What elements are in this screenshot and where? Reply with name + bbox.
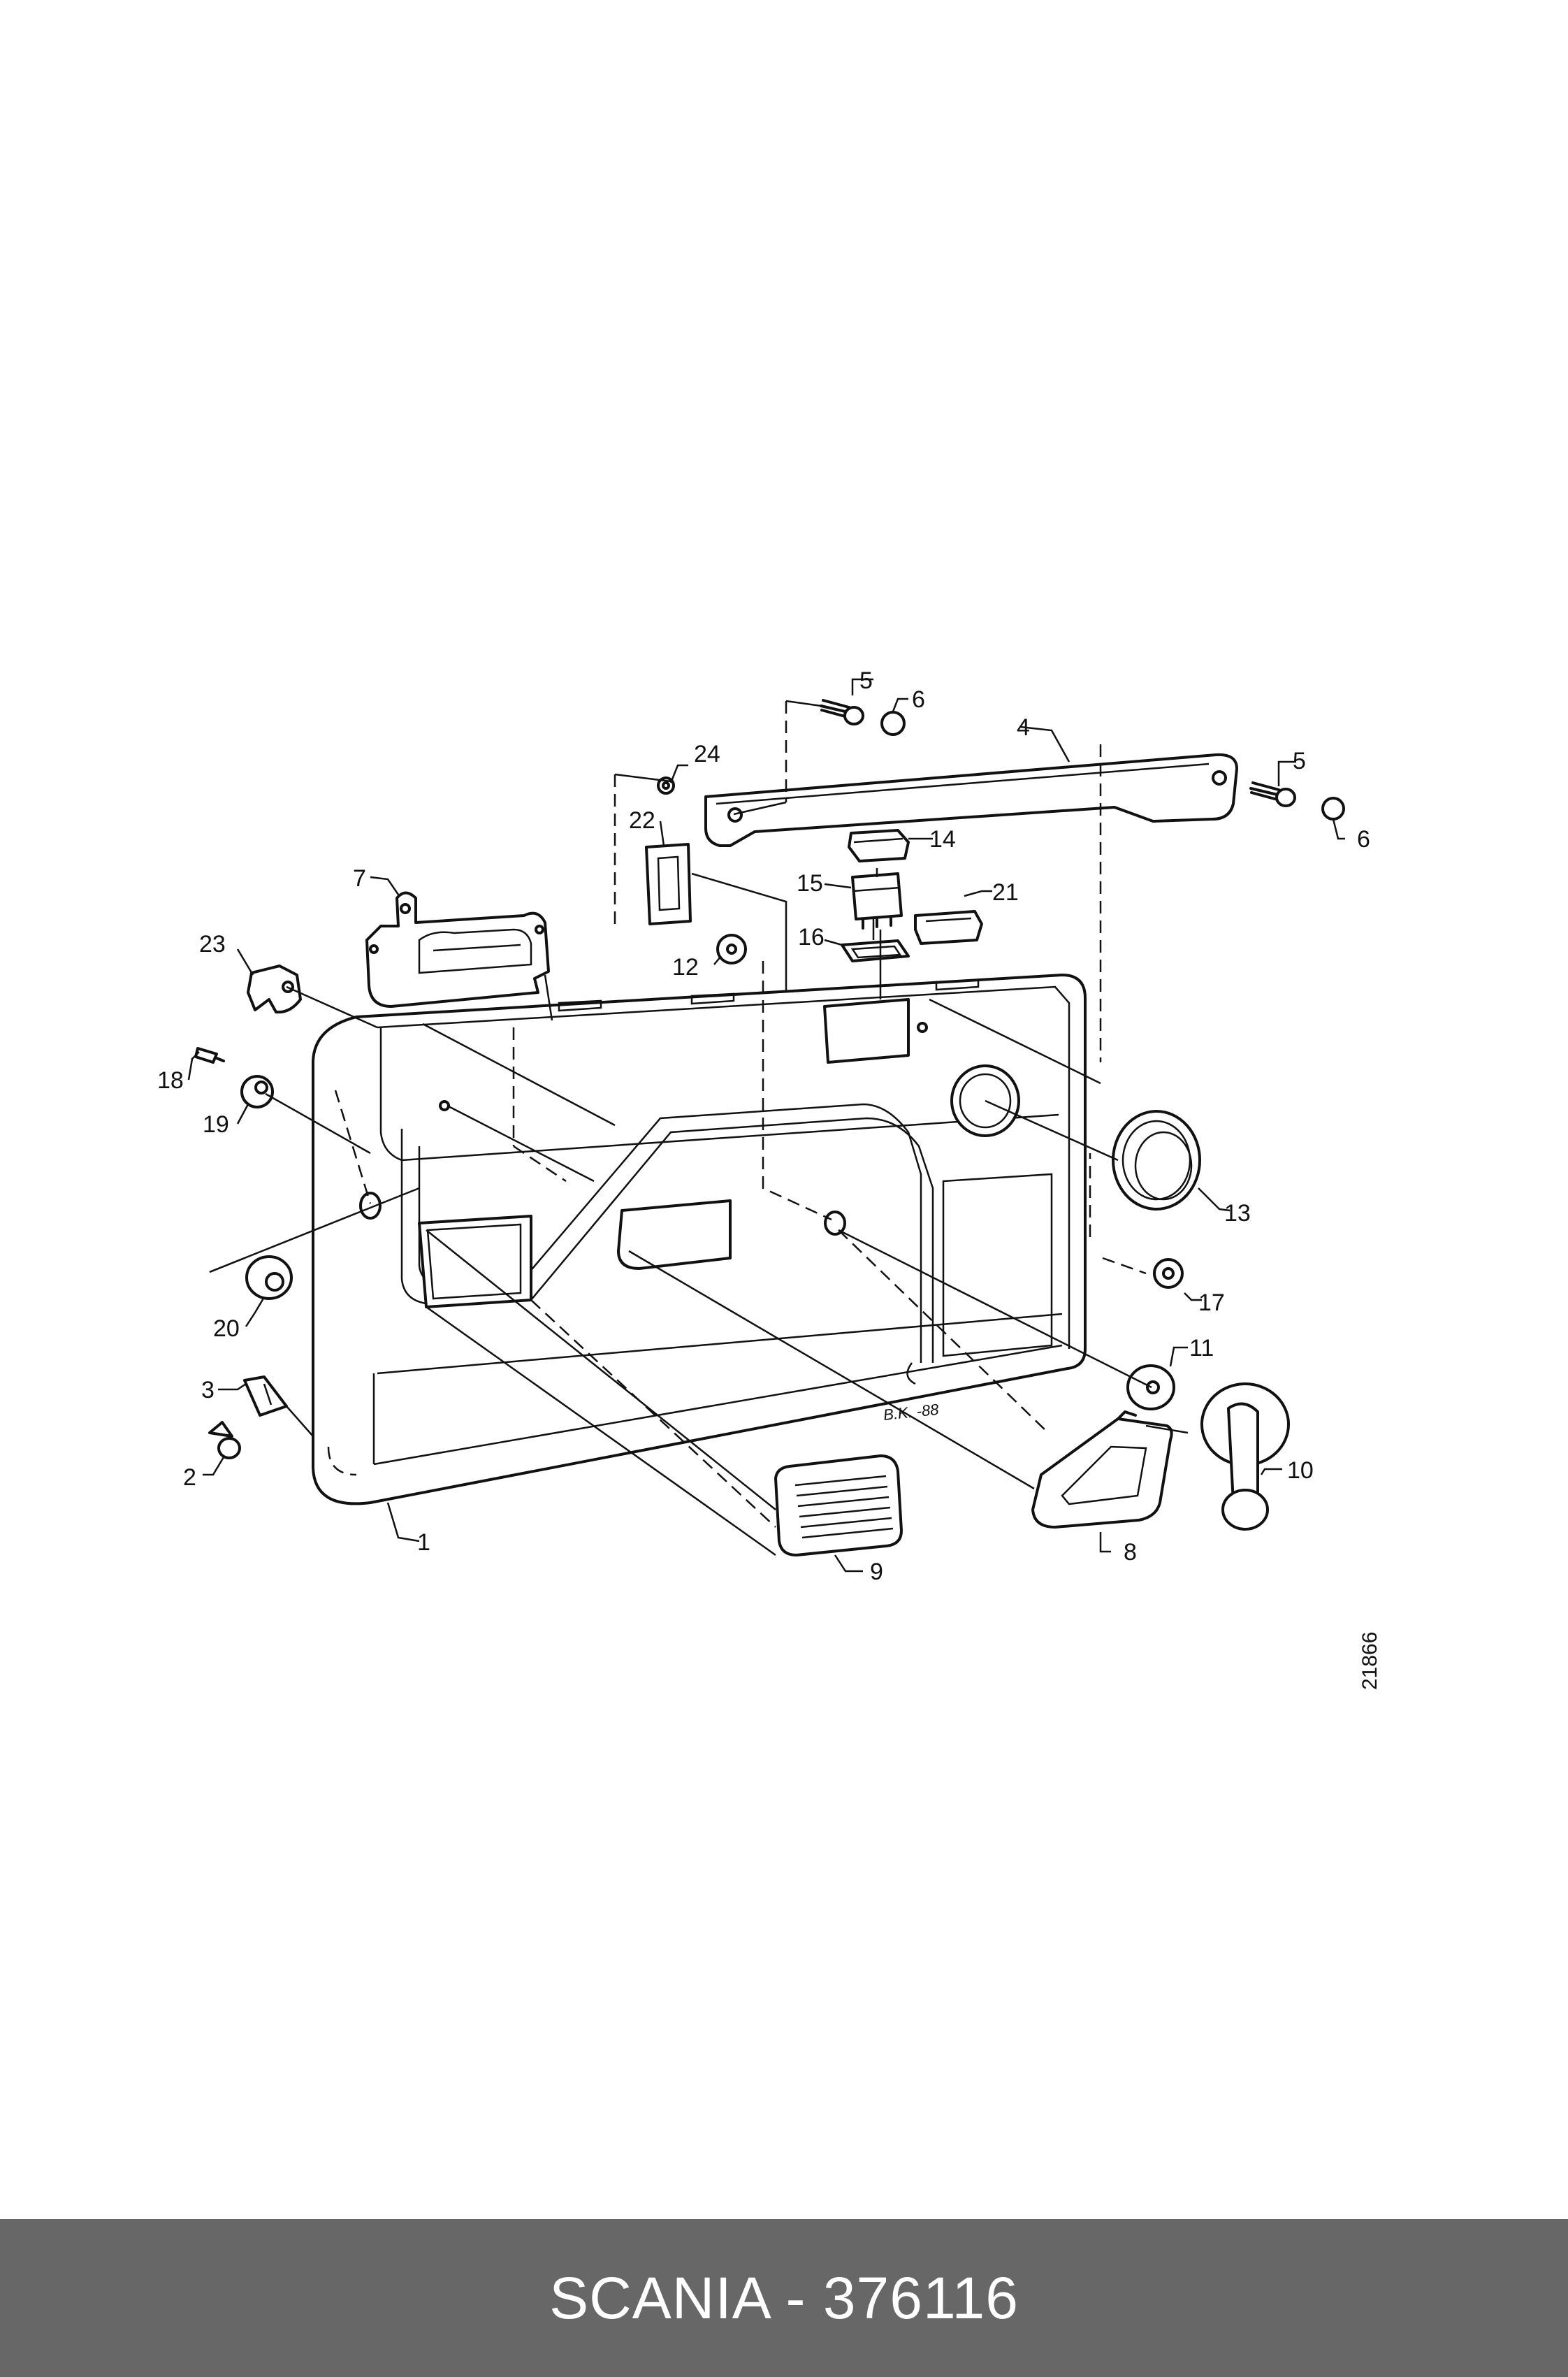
callout-5-right: 5 xyxy=(1293,748,1306,774)
callout-19: 19 xyxy=(203,1111,229,1138)
callout-17: 17 xyxy=(1198,1289,1225,1316)
escutcheon-8 xyxy=(1031,1410,1173,1529)
callout-3: 3 xyxy=(201,1377,215,1403)
cap-17 xyxy=(1153,1258,1184,1289)
drawing-number: 21866 xyxy=(1358,1632,1381,1690)
callout-6-right: 6 xyxy=(1357,826,1370,853)
door-panel-exploded-diagram: B.K. -88 xyxy=(157,667,1381,1690)
frame-22 xyxy=(645,843,692,925)
cap-6-left xyxy=(880,711,906,736)
brand-name: SCANIA xyxy=(549,2264,769,2331)
callout-12: 12 xyxy=(672,954,699,981)
callout-4: 4 xyxy=(1017,714,1030,741)
plug-12 xyxy=(716,934,747,964)
callout-2: 2 xyxy=(183,1464,196,1491)
callout-22: 22 xyxy=(629,807,655,834)
callout-10: 10 xyxy=(1287,1457,1314,1484)
callout-1: 1 xyxy=(417,1529,430,1556)
part-number: 376116 xyxy=(822,2264,1019,2331)
callout-11: 11 xyxy=(1189,1335,1214,1361)
callout-13: 13 xyxy=(1224,1200,1251,1227)
callout-16: 16 xyxy=(798,924,825,951)
window-crank-10 xyxy=(1200,1382,1290,1531)
leader-lines xyxy=(187,678,1345,1573)
callout-23: 23 xyxy=(199,931,226,958)
speaker-grommet-13 xyxy=(1112,1110,1201,1211)
grommet-19 xyxy=(240,1075,274,1108)
top-rail xyxy=(704,753,1238,847)
speaker-grille-9 xyxy=(774,1454,903,1556)
clip-2 xyxy=(208,1421,241,1459)
wedge-3 xyxy=(243,1375,288,1417)
footer-bar: SCANIA - 376116 xyxy=(0,2219,1568,2377)
door-trim-panel: B.K. -88 xyxy=(312,974,1087,1505)
callout-6-left: 6 xyxy=(912,686,925,713)
knob-20 xyxy=(245,1255,293,1300)
callout-7: 7 xyxy=(353,865,366,892)
callout-20: 20 xyxy=(213,1315,240,1342)
bezel-16 xyxy=(841,939,910,962)
bracket-23 xyxy=(247,964,302,1014)
callout-21: 21 xyxy=(992,879,1019,906)
blank-21 xyxy=(914,910,983,945)
callout-24: 24 xyxy=(694,741,720,767)
cap-6-right xyxy=(1321,797,1345,821)
callout-14: 14 xyxy=(929,826,956,853)
assembly-lines xyxy=(209,700,1189,1556)
caption-separator: - xyxy=(769,2264,823,2331)
callout-8: 8 xyxy=(1124,1539,1137,1566)
screw-5-right xyxy=(1249,781,1296,807)
callout-9: 9 xyxy=(870,1559,883,1585)
screw-5-left xyxy=(820,699,864,725)
switch-cover-14 xyxy=(848,829,910,862)
pin-18 xyxy=(194,1047,225,1064)
callout-5-left: 5 xyxy=(859,667,873,694)
footer-caption: SCANIA - 376116 xyxy=(549,2264,1019,2332)
inner-handle-7 xyxy=(365,891,550,1008)
callout-labels: 1 2 3 4 5 5 6 6 7 8 9 10 11 12 13 14 15 … xyxy=(157,667,1370,1585)
callout-18: 18 xyxy=(157,1067,184,1094)
switch-15 xyxy=(851,872,903,930)
callout-15: 15 xyxy=(797,870,823,897)
